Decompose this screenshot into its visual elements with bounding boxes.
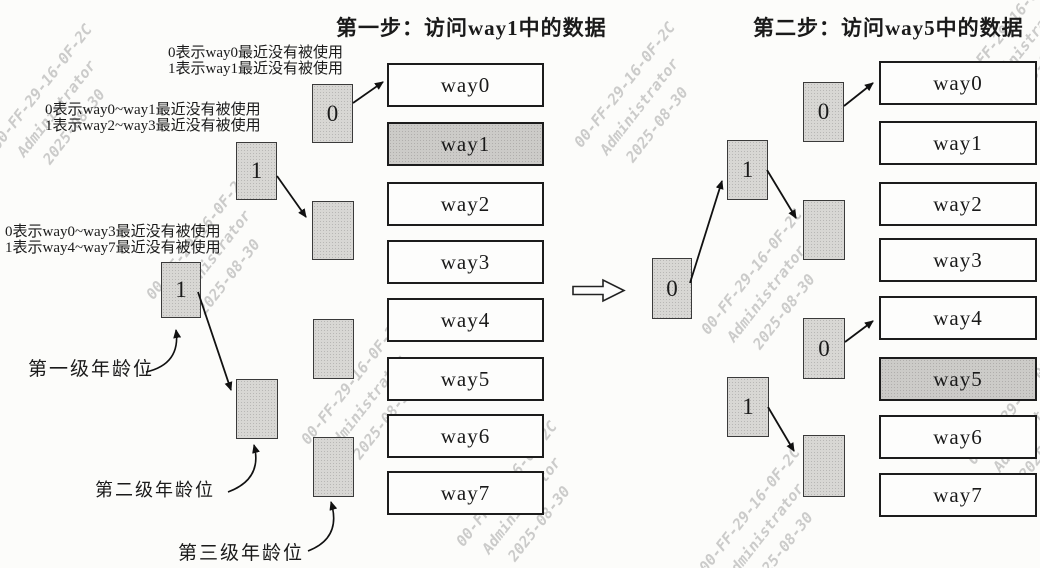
left-age-bit-level2-top: 1 [236,142,277,200]
left-way-2: way2 [387,182,544,226]
arrow-label-level2 [227,444,260,493]
left-way-4: way4 [387,298,544,342]
way-label: way3 [440,249,491,274]
arrow-right-bit0-to-way4 [844,320,874,343]
way-label: way1 [440,131,491,156]
right-age-bit-level3-0: 0 [803,82,844,142]
right-age-bit-level3-1 [803,200,845,260]
right-way-5: way5 [879,357,1037,401]
left-way-0: way0 [387,63,544,107]
way-label: way0 [440,72,491,97]
left-way-3: way3 [387,240,544,284]
legend-line: 0表示way0~way3最近没有被使用 [5,224,221,240]
left-way-5: way5 [387,357,544,401]
way-label: way0 [933,70,983,95]
legend-line: 1表示way4~way7最近没有被使用 [5,240,221,256]
left-way-6: way6 [387,414,544,458]
left-way-1: way1 [387,122,544,166]
way-label: way4 [440,307,491,332]
right-way-4: way4 [879,296,1037,340]
way-label: way6 [440,423,491,448]
way-label: way2 [440,191,491,216]
left-age-bit-level2-bottom [236,379,278,439]
left-age-bit-level3-0: 0 [312,84,353,143]
level1-bit-legend: 0表示way0~way3最近没有被使用 1表示way4~way7最近没有被使用 [5,224,221,256]
right-age-bit-level2-top: 1 [727,140,768,200]
level2-age-bit-label: 第二级年龄位 [95,480,215,500]
way-label: way5 [440,366,491,391]
arrow-right-root-to-level2top [689,180,724,284]
step1-title: 第一步：访问way1中的数据 [336,16,607,40]
legend-line: 1表示way2~way3最近没有被使用 [45,118,261,134]
arrow-right-bit0-to-way0 [843,82,874,107]
way-label: way6 [933,424,983,449]
way-label: way2 [933,191,983,216]
way-label: way7 [933,482,983,507]
step-transition-arrow [572,278,626,303]
way-label: way3 [933,247,983,272]
left-age-bit-level3-2 [313,319,354,379]
level3-age-bit-label: 第三级年龄位 [178,543,305,564]
arrow-right-level2top-to-level3 [766,169,797,219]
right-way-0: way0 [879,61,1037,105]
arrow-label-level3 [307,501,338,552]
left-way-7: way7 [387,471,544,515]
arrow-left-root-to-level2 [197,291,233,391]
left-age-bit-level3-1 [312,201,354,260]
arrow-left-level2-to-level3 [276,175,307,218]
right-way-1: way1 [879,121,1037,165]
level3-bit-legend: 0表示way0最近没有被使用 1表示way1最近没有被使用 [168,45,343,77]
way-label: way7 [440,480,491,505]
right-age-bit-level2-bottom: 1 [727,377,769,437]
arrow-left-bit0-to-way0 [352,81,384,104]
way-label: way5 [933,366,983,391]
legend-line: 0表示way0最近没有被使用 [168,45,343,61]
left-age-bit-level1: 1 [161,262,201,318]
right-way-2: way2 [879,182,1037,226]
level2-bit-legend: 0表示way0~way1最近没有被使用 1表示way2~way3最近没有被使用 [45,102,261,134]
right-age-bit-level3-3 [803,435,845,497]
left-age-bit-level3-3 [313,437,354,497]
way-label: way4 [933,305,983,330]
right-age-bit-level1: 0 [652,258,692,319]
legend-line: 0表示way0~way1最近没有被使用 [45,102,261,118]
level1-age-bit-label: 第一级年龄位 [28,359,155,380]
right-age-bit-level3-2: 0 [803,318,845,379]
right-way-7: way7 [879,473,1037,517]
right-way-3: way3 [879,238,1037,282]
way-label: way1 [933,130,983,155]
step2-title: 第二步：访问way5中的数据 [753,16,1024,40]
arrow-right-level2bottom-to-level3 [767,406,795,452]
legend-line: 1表示way1最近没有被使用 [168,61,343,77]
right-way-6: way6 [879,415,1037,459]
